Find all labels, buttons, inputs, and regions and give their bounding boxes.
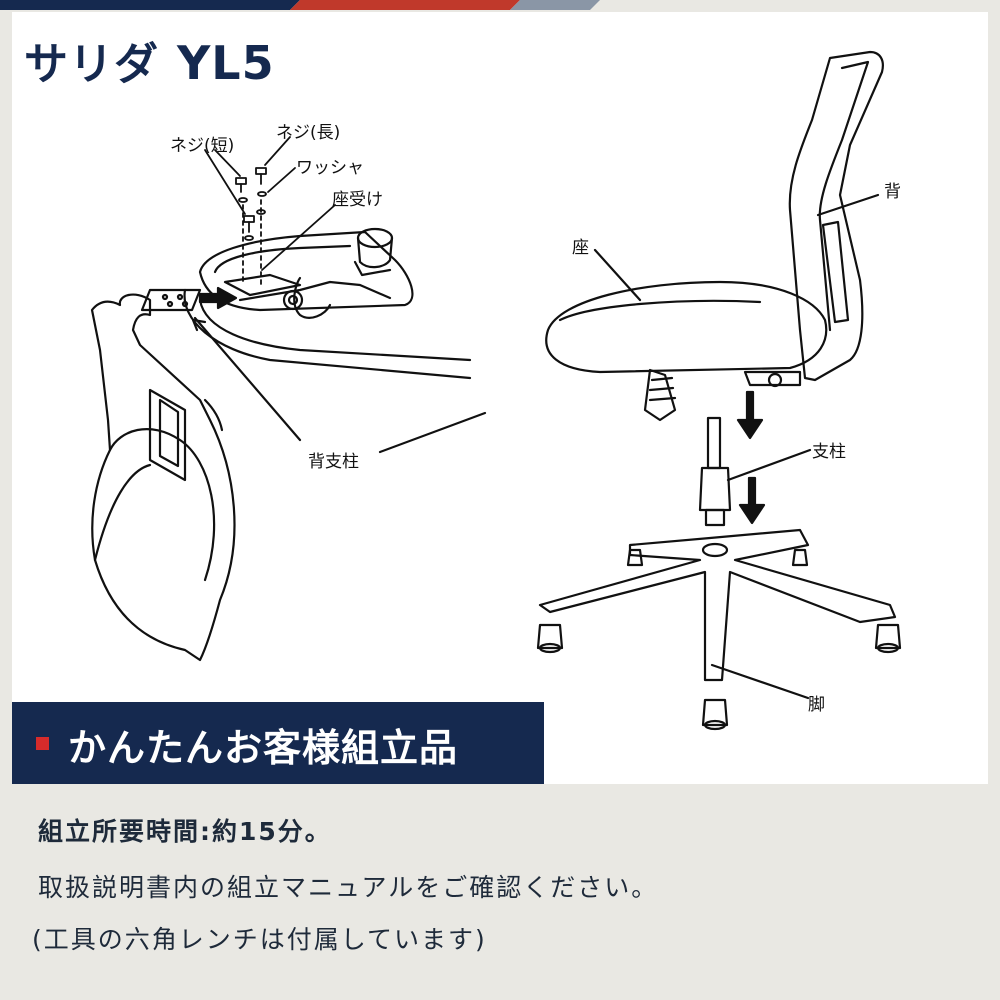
label-seat-bracket: 座受け [332,190,383,210]
screws-drawing [204,136,336,286]
label-back: 背 [884,182,901,202]
page-title: サリダ YL5 [24,28,275,92]
info-panel [0,784,1000,1000]
tool-note-text: (工具の六角レンチは付属しています) [32,925,487,954]
manual-note-text: 取扱説明書内の組立マニュアルをご確認ください。 [38,873,659,902]
label-screw-short: ネジ(短) [170,136,235,156]
label-screw-long: ネジ(長) [276,123,341,143]
chair-drawing [536,50,902,731]
back-post-connector [140,286,238,332]
seat-bracket-drawing [183,227,472,380]
label-seat: 座 [572,238,589,258]
assembly-banner: かんたんお客様組立品 [12,702,544,784]
back-shell-drawing [90,293,487,662]
top-stripe [0,0,1000,10]
bullet-square [36,737,49,750]
model-name: YL5 [177,36,275,90]
brand-name: サリダ [24,39,159,90]
assembly-time-text: 組立所要時間:約15分。 [38,817,332,846]
banner-text: かんたんお客様組立品 [68,726,459,770]
label-back-post: 背支柱 [308,452,359,472]
label-column: 支柱 [812,442,846,462]
label-washer: ワッシャ [296,158,364,178]
label-base: 脚 [808,695,825,715]
